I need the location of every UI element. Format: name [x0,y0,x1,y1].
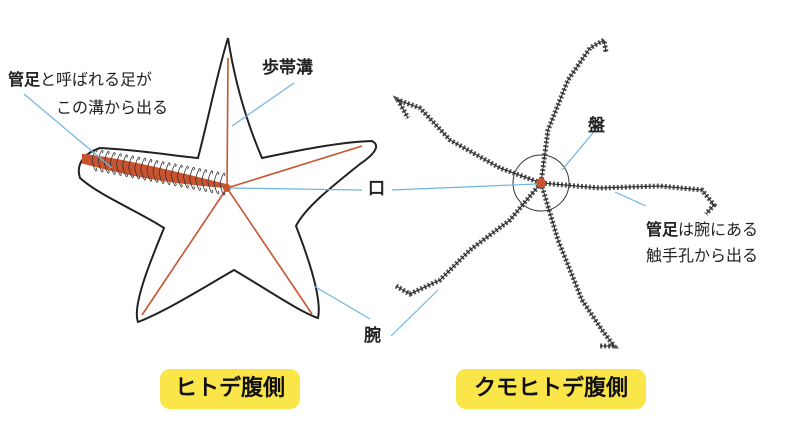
starfish-caption-badge: ヒトデ腹側 [160,369,300,409]
brittle-star-caption-badge: クモヒトデ腹側 [456,369,646,409]
disc-label: 盤 [588,116,605,136]
starfish-tube-feet-label-line2: この溝から出る [56,98,169,117]
brittle-tube-feet-label-line2: 触手孔から出る [646,246,759,265]
leader-lines [23,82,647,337]
ambulacral-groove-label: 歩帯溝 [262,58,313,78]
brittle-star [392,36,718,349]
starfish-mouth [223,184,231,192]
tube-feet-arm [82,148,227,196]
brittle-star-mouth [536,178,546,188]
starfish-tube-feet-label-line1: 管足と呼ばれる足が [8,70,153,89]
brittle-star-disc [512,154,570,212]
ambulacral-grooves [141,57,363,316]
brittle-tube-feet-label-line1: 管足は腕にある [646,220,759,239]
arm-label: 腕 [364,326,381,346]
mouth-label: 口 [368,179,385,199]
